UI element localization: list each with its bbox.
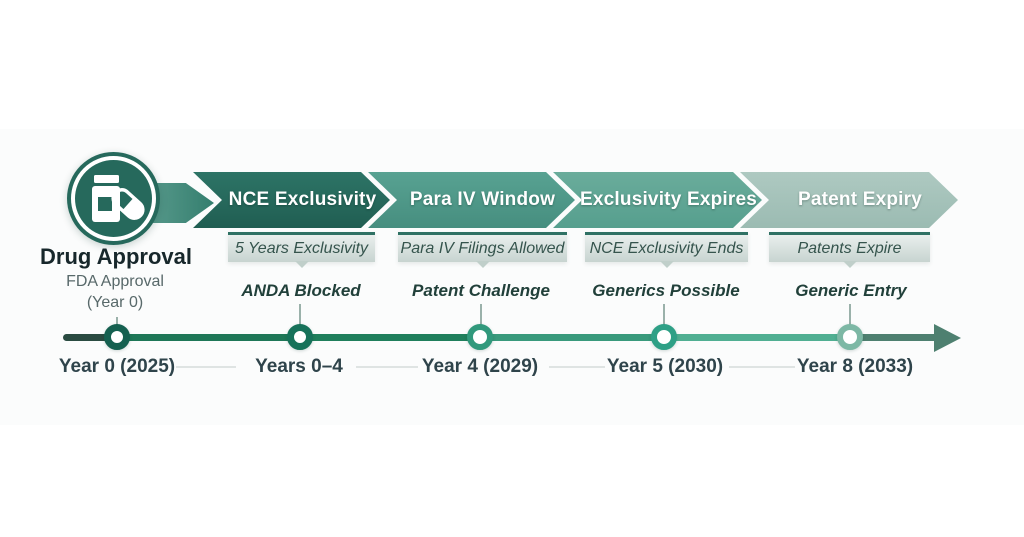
label-connector-line — [729, 366, 795, 368]
start-node-subtitle: FDA Approval — [66, 273, 164, 290]
timeline-segment — [63, 334, 105, 341]
timeline-marker-year8 — [837, 324, 863, 350]
phase-banner-exclusivity-expires: Exclusivity Expires — [553, 172, 762, 228]
phase-tag-nce-ends: NCE Exclusivity Ends — [585, 232, 748, 262]
timeline-marker-year5 — [651, 324, 677, 350]
phase-tag-para-iv-filings: Para IV Filings Allowed — [398, 232, 567, 262]
phase-tag-5-years-exclusivity: 5 Years Exclusivity — [228, 232, 375, 262]
label-connector-line — [356, 366, 418, 368]
label-connector-line — [176, 366, 236, 368]
phase-tag-label: NCE Exclusivity Ends — [589, 239, 744, 257]
timeline-segment — [300, 334, 480, 341]
event-anda-blocked: ANDA Blocked — [241, 281, 361, 300]
year-label-0-4: Years 0–4 — [255, 356, 343, 377]
start-node-year: (Year 0) — [86, 294, 144, 311]
event-patent-challenge: Patent Challenge — [412, 281, 550, 300]
timeline-segment — [850, 334, 936, 341]
timeline-tick — [849, 304, 851, 331]
phase-tag-patents-expire: Patents Expire — [769, 232, 930, 262]
start-node-title: Drug Approval — [40, 244, 192, 269]
timeline-segment — [105, 334, 300, 341]
phase-banner-label: Patent Expiry — [797, 189, 923, 210]
phase-tag-label: Patents Expire — [797, 239, 902, 257]
event-generics-possible: Generics Possible — [592, 281, 740, 300]
event-generic-entry: Generic Entry — [795, 281, 907, 300]
phase-banner-label: NCE Exclusivity — [228, 189, 377, 210]
phase-tag-label: Para IV Filings Allowed — [400, 239, 565, 257]
timeline-marker-year0 — [104, 324, 130, 350]
year-label-0: Year 0 (2025) — [58, 356, 176, 377]
timeline-arrowhead-icon — [934, 324, 961, 352]
timeline-segment — [664, 334, 850, 341]
timeline-tick — [663, 304, 665, 331]
phase-tag-label: 5 Years Exclusivity — [234, 239, 369, 257]
timeline-marker-years0-4 — [287, 324, 313, 350]
year-label-4: Year 4 (2029) — [421, 356, 539, 377]
phase-banner-nce-exclusivity: NCE Exclusivity — [193, 172, 390, 228]
phase-banner-label: Exclusivity Expires — [580, 189, 758, 210]
timeline-tick — [299, 304, 301, 331]
phase-banner-patent-expiry: Patent Expiry — [740, 172, 958, 228]
timeline-tick — [480, 304, 482, 331]
timeline-marker-year4 — [467, 324, 493, 350]
drug-approval-node — [67, 152, 160, 245]
year-label-5: Year 5 (2030) — [606, 356, 724, 377]
phase-banner-label: Para IV Window — [409, 189, 556, 210]
phase-banner-para-iv-window: Para IV Window — [368, 172, 575, 228]
label-connector-line — [549, 366, 605, 368]
timeline-segment — [480, 334, 664, 341]
year-label-8: Year 8 (2033) — [796, 356, 914, 377]
